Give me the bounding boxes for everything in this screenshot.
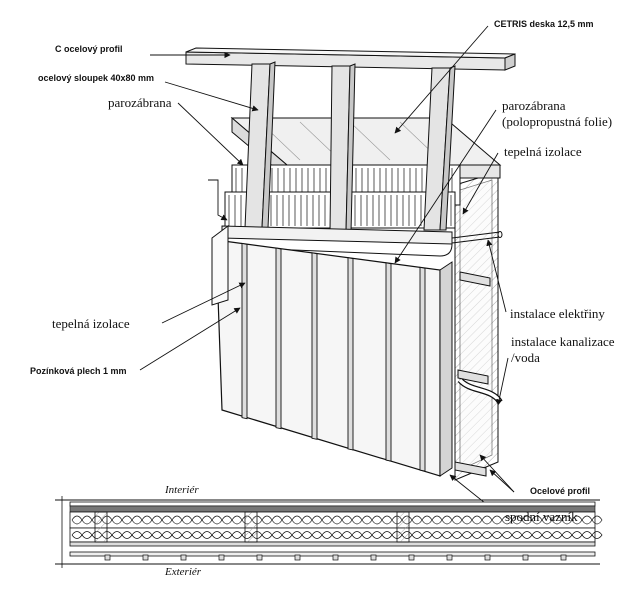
interior-label: Interiér (165, 484, 199, 496)
post-label: ocelový sloupek 40x80 mm (38, 73, 155, 83)
c-profile-label: C ocelový profil (55, 44, 123, 54)
cross-section (55, 496, 603, 568)
steel-posts (244, 61, 456, 233)
electrical-conduit (451, 231, 503, 244)
insulation-right-label: tepelná izolace (504, 144, 582, 159)
vapor-barrier-right-sublabel: (polopropustná folie) (502, 114, 613, 129)
exterior-label: Exteriér (165, 566, 202, 578)
right-wall-section (454, 171, 499, 481)
cetris-label: CETRIS deska 12,5 mm (494, 19, 594, 29)
left-flashing (211, 225, 229, 306)
sheet-label: Pozínková plech 1 mm (30, 366, 127, 376)
plumbing-label: instalace kanalizace (511, 334, 615, 349)
insulation-left-label: tepelná izolace (52, 316, 130, 331)
electrical-label: instalace elektřiny (510, 306, 605, 321)
vapor-barrier-right-label: parozábrana (502, 98, 566, 113)
vapor-barrier-strip (221, 225, 453, 257)
steel-profile-rails (454, 271, 491, 477)
bottom-truss-label: spodní vazník (505, 509, 578, 524)
vapor-barrier-left-label: parozábrana (108, 95, 172, 110)
steel-profiles-label: Ocelové profil (530, 486, 591, 496)
galvanized-sheet (215, 239, 453, 477)
plumbing-sublabel: /voda (511, 350, 540, 365)
leader-lines (139, 25, 515, 516)
